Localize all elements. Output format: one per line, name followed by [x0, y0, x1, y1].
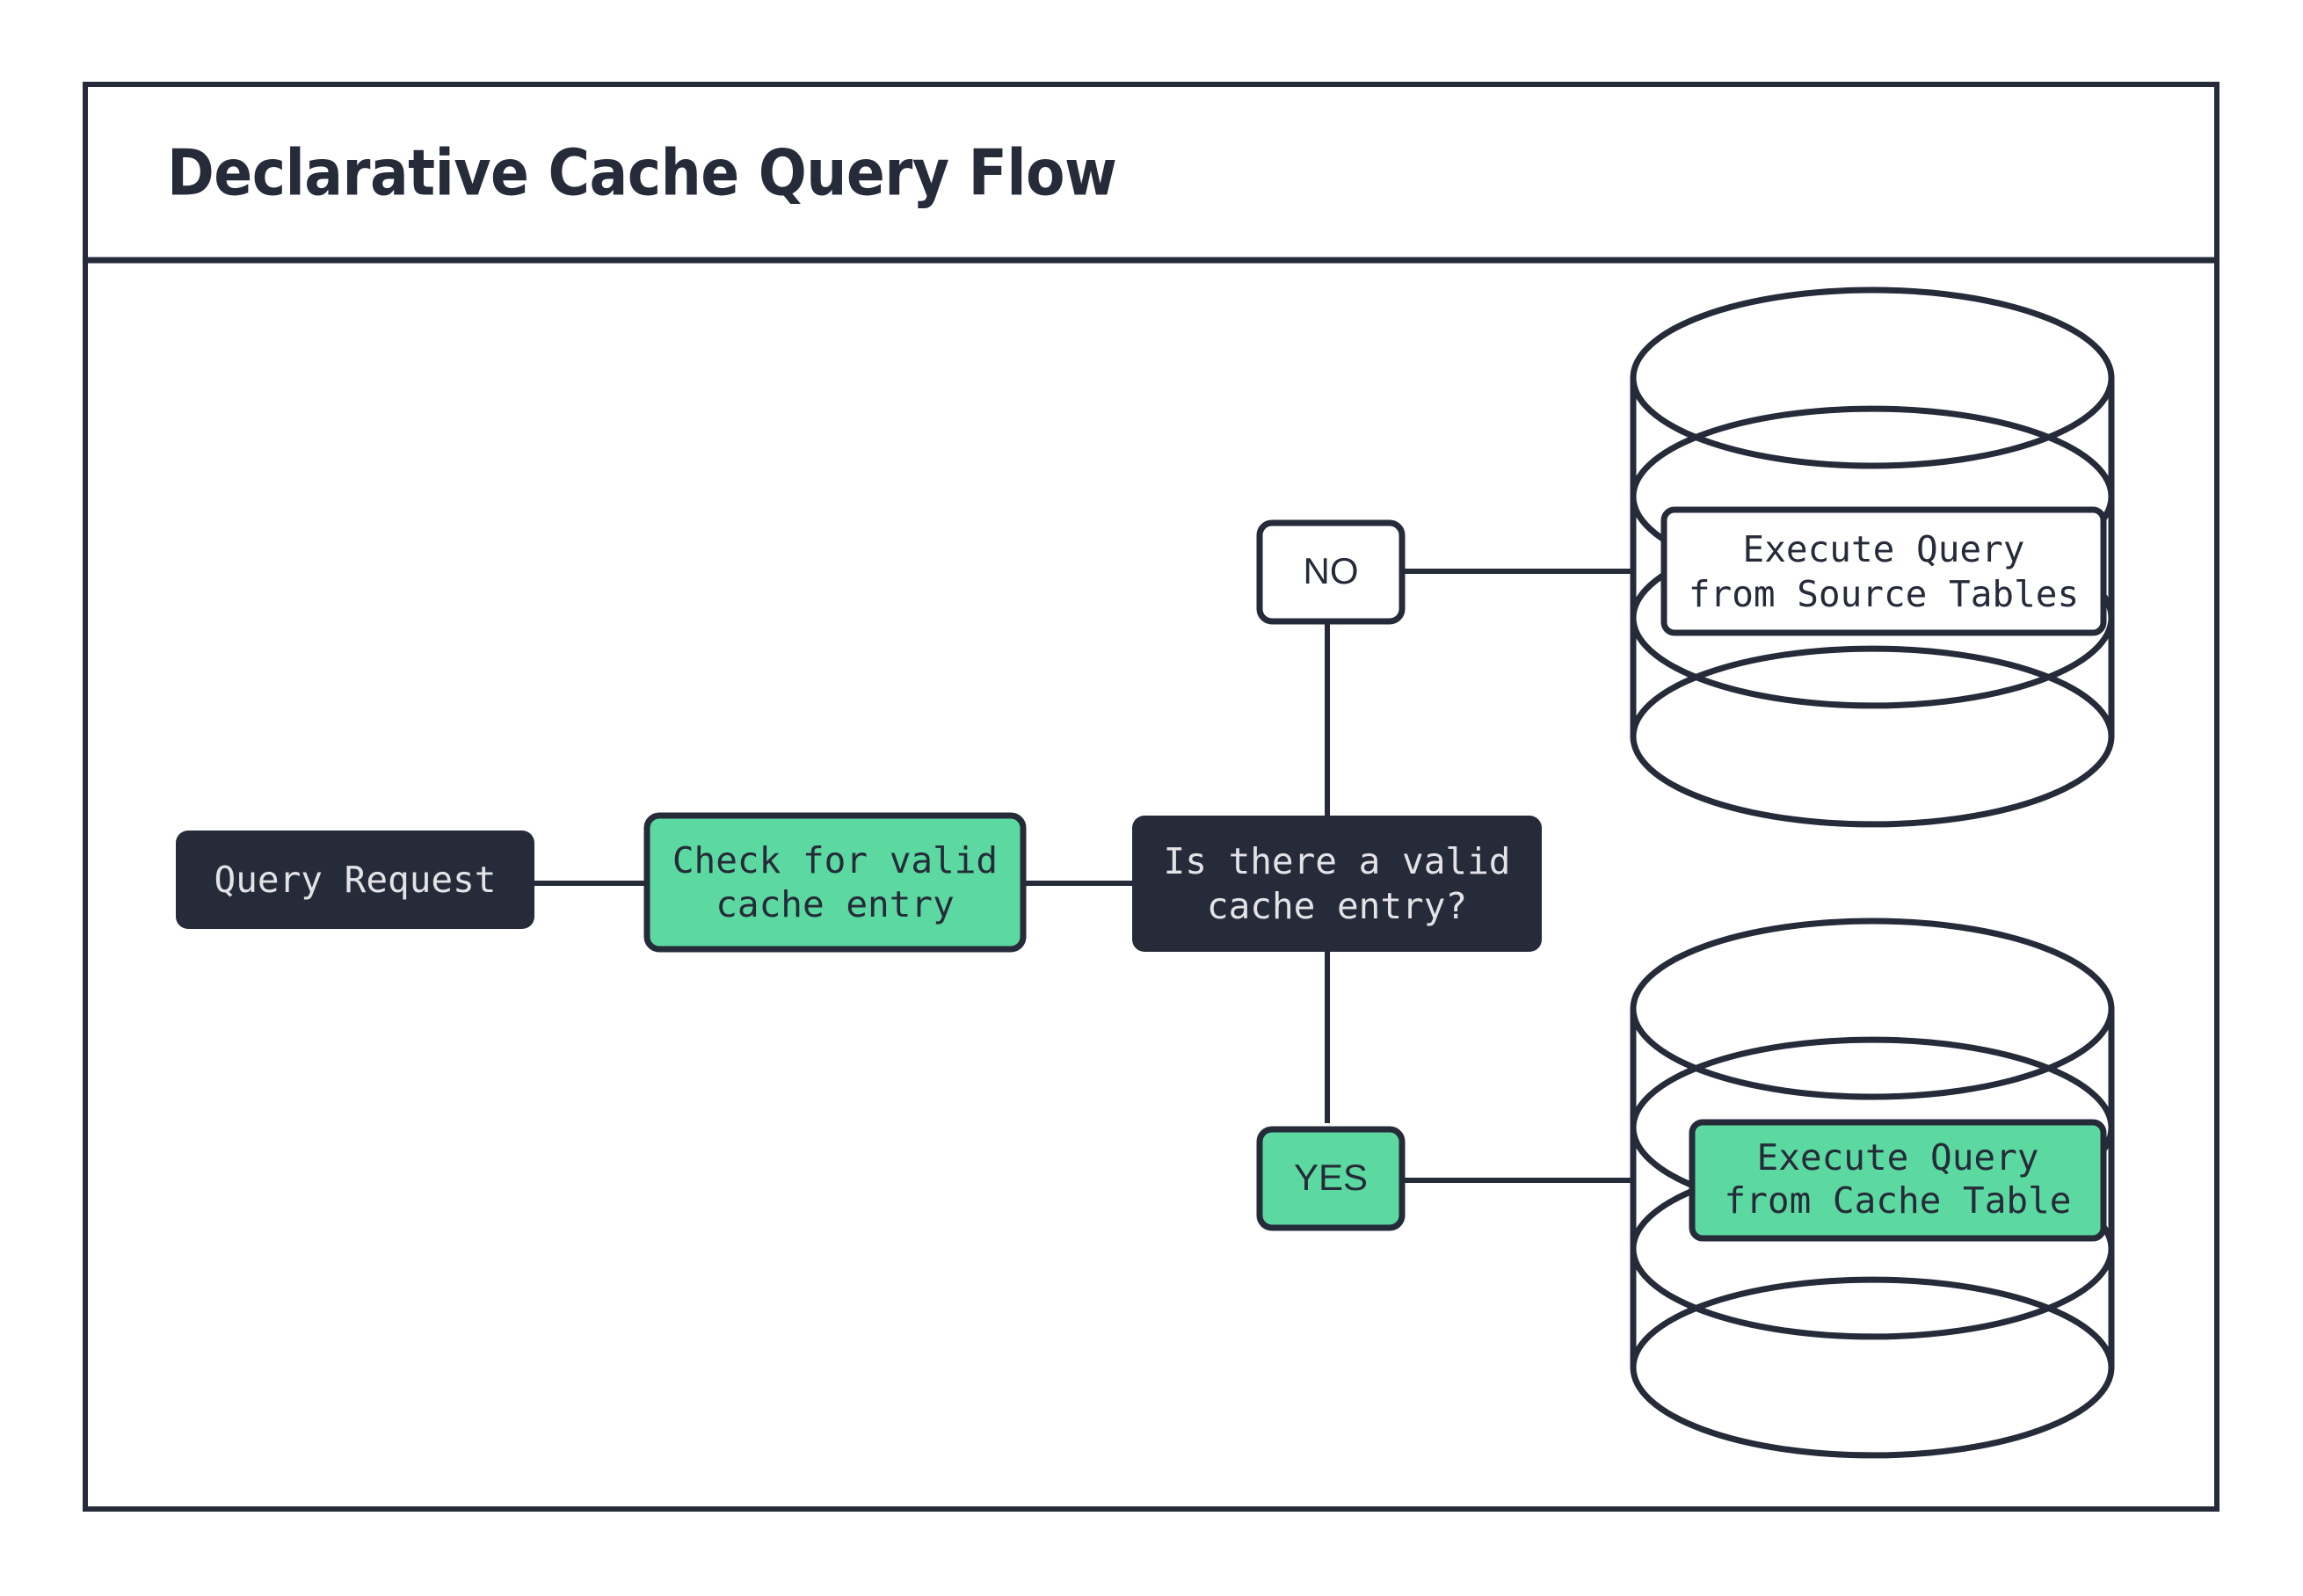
cache-cylinder-bottom-disk	[1630, 1364, 2115, 1459]
cache-cylinder-top-disk	[1630, 918, 2115, 1100]
source-db-label-line2: from Source Tables	[1689, 573, 2079, 615]
cylinder-disk-2	[1630, 614, 2115, 709]
cache-db-label-box[interactable]	[1689, 1119, 2107, 1242]
branch-yes-node[interactable]: YES	[1256, 1126, 1406, 1231]
cache-cylinder-disk-1-back	[1630, 1036, 2115, 1131]
source-db-label-box[interactable]	[1660, 506, 2107, 636]
query-request-node[interactable]: Query Request	[176, 831, 534, 929]
branch-yes-box[interactable]	[1256, 1126, 1406, 1231]
cache-cylinder-bottom-disk-back	[1630, 1276, 2115, 1371]
cylinder-bottom-disk	[1630, 733, 2115, 828]
check-cache-node[interactable]: Check for valid cache entry	[643, 812, 1027, 953]
query-request-box[interactable]	[176, 831, 534, 929]
decision-label-line1: Is there a valid	[1164, 840, 1511, 882]
branch-no-label: NO	[1304, 550, 1359, 591]
source-db-label-line1: Execute Query	[1743, 528, 2025, 570]
decision-node[interactable]: Is there a valid cache entry?	[1132, 816, 1542, 952]
cache-cylinder-disk-2	[1630, 1245, 2115, 1340]
cache-database-cylinder[interactable]: Execute Query from Cache Table	[1630, 918, 2115, 1459]
branch-no-box[interactable]	[1256, 519, 1406, 625]
branch-yes-label: YES	[1294, 1157, 1368, 1198]
cache-db-label-line1: Execute Query	[1757, 1136, 2039, 1179]
page-title: Declarative Cache Query Flow	[167, 136, 1116, 210]
query-request-label: Query Request	[214, 859, 497, 901]
cylinder-top-disk	[1630, 287, 2115, 469]
cylinder-disk-1-back	[1630, 405, 2115, 500]
check-cache-label-line1: Check for valid	[672, 839, 998, 881]
check-cache-label-line2: cache entry	[716, 883, 955, 925]
branch-no-node[interactable]: NO	[1256, 519, 1406, 625]
decision-box[interactable]	[1132, 816, 1542, 952]
cylinder-bottom-disk-back	[1630, 645, 2115, 740]
source-database-cylinder[interactable]: Execute Query from Source Tables	[1630, 287, 2115, 828]
diagram-frame	[83, 82, 2219, 1512]
cache-db-label-line2: from Cache Table	[1725, 1179, 2072, 1222]
decision-label-line2: cache entry?	[1207, 885, 1467, 927]
check-cache-box[interactable]	[643, 812, 1027, 953]
